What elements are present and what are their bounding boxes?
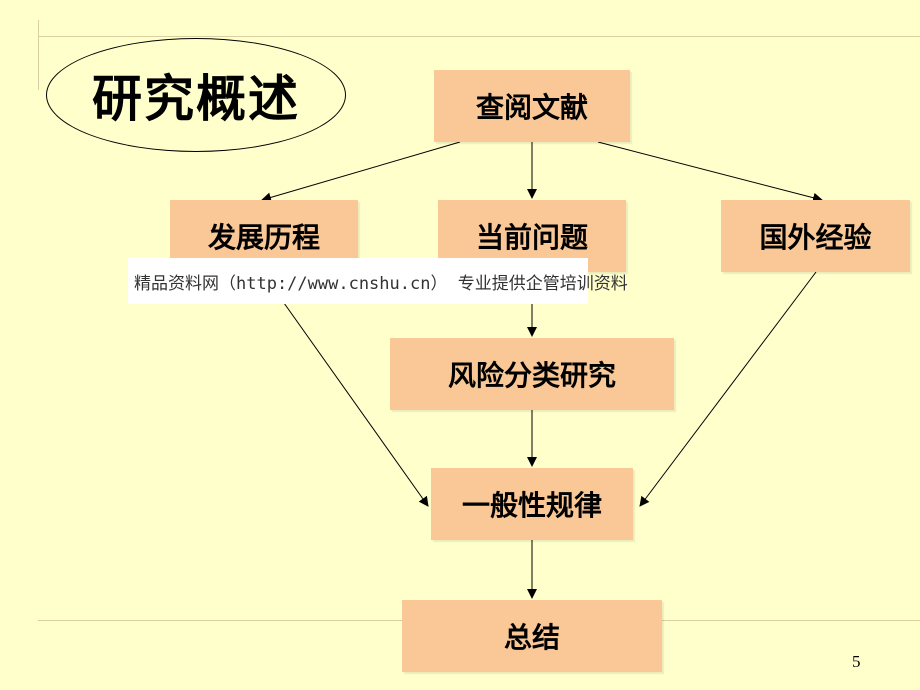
page-number: 5 xyxy=(852,652,861,671)
node-foreign-experience: 国外经验 xyxy=(721,200,910,272)
guide-line-top xyxy=(38,36,920,37)
node-general-rules-label: 一般性规律 xyxy=(461,489,602,522)
arrow-literature-history xyxy=(261,141,461,203)
node-summary: 总结 xyxy=(402,600,662,672)
node-history-label: 发展历程 xyxy=(207,221,320,254)
arrow-history-general xyxy=(261,271,429,507)
node-foreign-experience-label: 国外经验 xyxy=(759,221,872,254)
slide-title: 研究概述 xyxy=(92,70,300,128)
node-risk-classification: 风险分类研究 xyxy=(390,338,674,410)
node-current-issues-label: 当前问题 xyxy=(475,221,588,254)
arrow-literature-foreign xyxy=(597,141,823,203)
watermark-banner: 精品资料网（http://www.cnshu.cn） 专业提供企管培训资料 xyxy=(128,258,628,304)
node-general-rules: 一般性规律 xyxy=(431,468,633,540)
arrow-foreign-general xyxy=(639,271,817,507)
node-risk-classification-label: 风险分类研究 xyxy=(447,359,616,392)
node-summary-label: 总结 xyxy=(503,621,560,654)
node-literature-label: 查阅文献 xyxy=(475,91,588,124)
watermark-text: 精品资料网（http://www.cnshu.cn） 专业提供企管培训资料 xyxy=(134,273,628,294)
guide-line-vertical xyxy=(38,20,39,90)
node-literature: 查阅文献 xyxy=(434,70,630,142)
title-ellipse: 研究概述 xyxy=(46,38,346,152)
